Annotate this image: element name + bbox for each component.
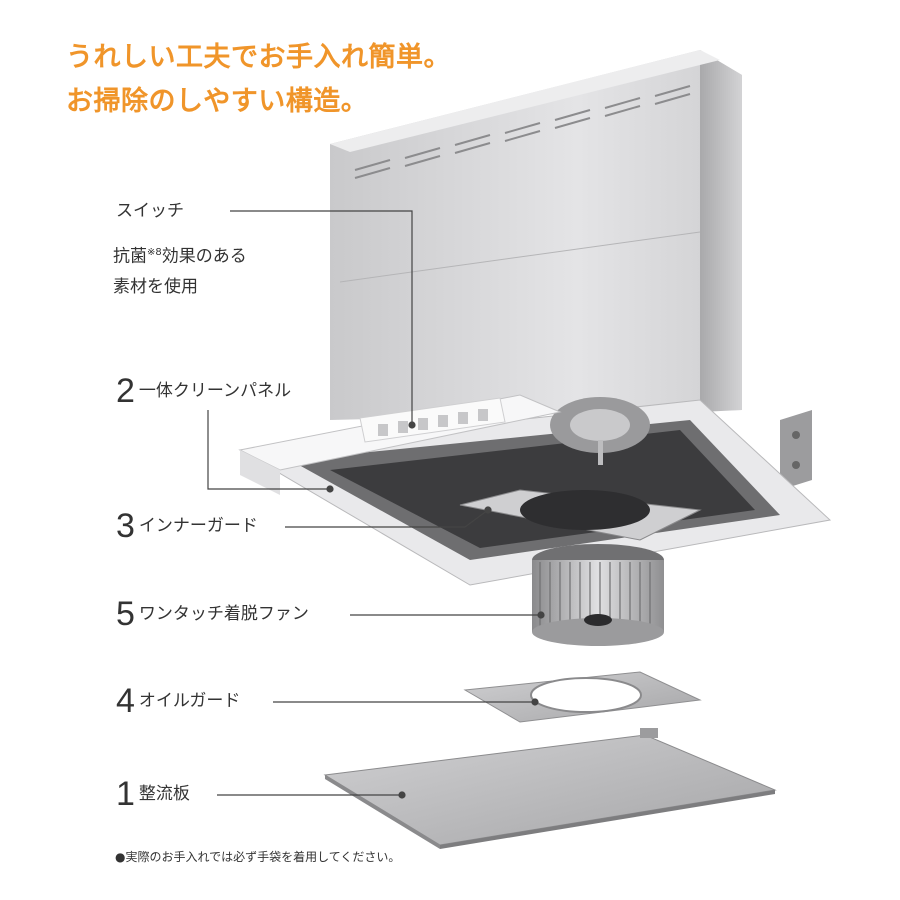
- label-inner-guard-text: インナーガード: [138, 516, 258, 536]
- label-switch: スイッチ: [116, 200, 184, 222]
- label-panel-number: 2: [116, 372, 135, 410]
- oil-guard-part: [463, 671, 702, 723]
- switch-desc-line2: 素材を使用: [113, 276, 198, 297]
- leader-switch: [230, 210, 413, 425]
- switch-desc-ref: ※8: [147, 247, 162, 258]
- label-fan-text: ワンタッチ着脱ファン: [138, 604, 309, 624]
- rectifier-plate-part: [323, 728, 777, 849]
- label-oil-guard-number: 4: [116, 682, 135, 720]
- label-switch-description: 抗菌※8効果のある 素材を使用: [113, 238, 247, 302]
- leader-inner-guard: [285, 509, 489, 528]
- label-inner-guard-number: 3: [116, 507, 135, 545]
- hood-upper-housing: [330, 50, 812, 490]
- label-fan-number: 5: [116, 595, 135, 633]
- label-rectifier-number: 1: [116, 775, 135, 813]
- hood-lower-frame: [238, 394, 832, 586]
- sirocco-fan: [532, 544, 664, 646]
- label-switch-title: スイッチ: [116, 201, 184, 221]
- headline-line1: うれしい工夫でお手入れ簡単。: [66, 42, 451, 73]
- leader-panel: [207, 410, 330, 490]
- label-panel-text: 一体クリーンパネル: [138, 381, 292, 401]
- footnote: ●実際のお手入れでは必ず手袋を着用してください。: [115, 850, 401, 864]
- headline-line2: お掃除のしやすい構造。: [66, 86, 369, 117]
- switch-desc-part2: 効果のある: [161, 246, 247, 267]
- label-oil-guard-text: オイルガード: [138, 691, 241, 711]
- leader-lines: [207, 210, 545, 799]
- headline: うれしい工夫でお手入れ簡単。 お掃除のしやすい構造。: [66, 36, 451, 124]
- label-rectifier-text: 整流板: [138, 784, 190, 804]
- switch-desc-part1: 抗菌: [113, 246, 147, 267]
